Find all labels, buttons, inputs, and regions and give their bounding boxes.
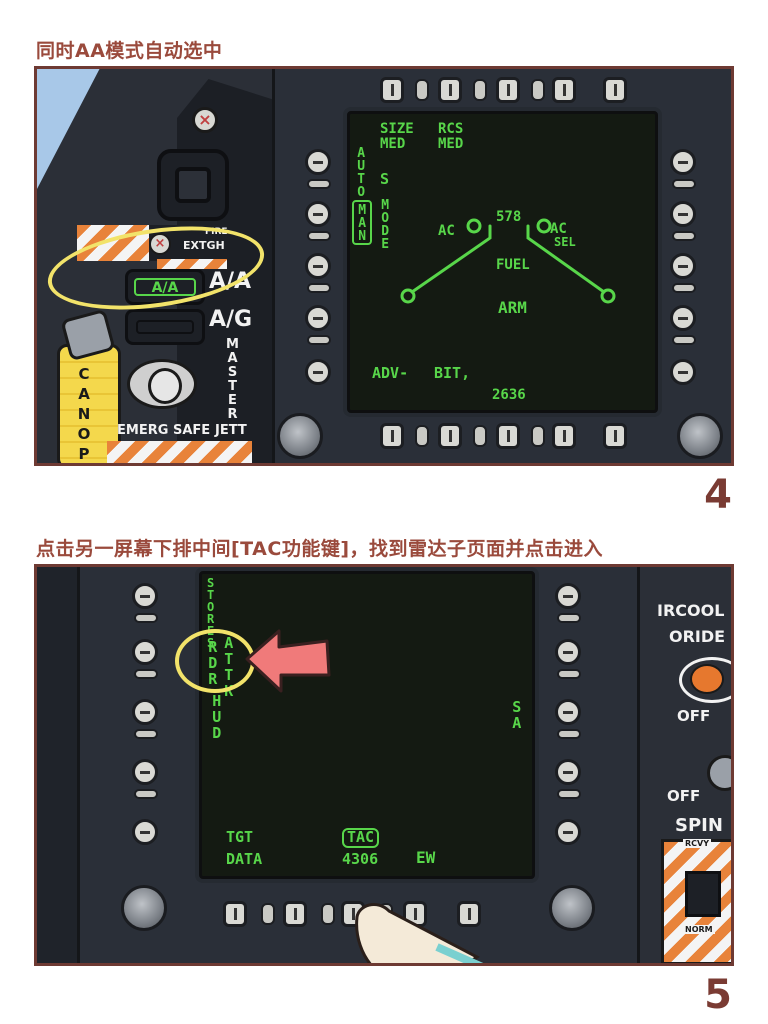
ew-label: EW: [416, 848, 436, 867]
sa-label: SA: [507, 698, 526, 730]
canopy-label: CANOPY: [75, 365, 93, 466]
tac-number: 4306: [342, 850, 379, 868]
osb-right-3[interactable]: [670, 253, 696, 279]
osb2-left-5[interactable]: [132, 819, 158, 845]
status-bit: BIT,: [434, 364, 471, 382]
norm-label: NORM: [683, 925, 715, 934]
fuel-label: FUEL: [496, 257, 530, 273]
osb2-right-5[interactable]: [555, 819, 581, 845]
rcvy-label: RCVY: [683, 839, 712, 848]
osb2-left-2[interactable]: [132, 639, 158, 665]
data-label: DATA: [226, 850, 263, 868]
brightness-knob-left[interactable]: [277, 413, 323, 459]
osb-bottom-5[interactable]: [603, 423, 627, 449]
man-label: MAN: [352, 200, 372, 245]
step4-cockpit-panel: × × FIRE EXTGH A/A A/A A/G MASTER CANOPY…: [34, 66, 734, 466]
status-adv: ADV-: [372, 364, 409, 382]
size-label: SIZE: [380, 121, 414, 137]
step5-cockpit-panel: STORES RDR ATTK HUD SA TGT DATA TAC 4306…: [34, 564, 734, 966]
off-label-2: OFF: [667, 787, 701, 805]
ac-left-label: AC: [438, 223, 455, 239]
osb2-right-4[interactable]: [555, 759, 581, 785]
osb2-bottom-2[interactable]: [283, 901, 307, 927]
osb-bottom-4[interactable]: [552, 423, 576, 449]
fuel-value: 578: [496, 209, 522, 225]
osb2-bottom-5[interactable]: [457, 901, 481, 927]
mfd-screen-radar: SIZE MED RCS MED AUTO MAN S MODE AC 578 …: [347, 111, 658, 413]
off-label-1: OFF: [677, 707, 711, 725]
brightness-knob-right[interactable]: [677, 413, 723, 459]
extgh-label: EXTGH: [183, 239, 225, 252]
ag-mode-button[interactable]: [125, 309, 205, 345]
osb-right-1[interactable]: [670, 149, 696, 175]
fire-label: FIRE: [205, 227, 228, 237]
osb-top-4[interactable]: [552, 77, 576, 103]
ag-side-label: A/G: [209, 307, 253, 332]
s-label: S: [380, 170, 390, 188]
osb2-right-2[interactable]: [555, 639, 581, 665]
finger-pressing-icon: [355, 902, 484, 963]
aa-side-label: A/A: [209, 269, 252, 294]
osb-left-1[interactable]: [305, 149, 331, 175]
osb-left-5[interactable]: [305, 359, 331, 385]
arm-label: ARM: [498, 298, 527, 317]
osb-top-3[interactable]: [496, 77, 520, 103]
jett-label: JETT: [215, 423, 247, 438]
pointing-arrow-icon: [245, 629, 331, 693]
osb-top-2[interactable]: [438, 77, 462, 103]
auto-label: AUTO: [353, 146, 369, 198]
page-number-5: 5: [704, 972, 732, 1018]
aa-mode-button[interactable]: A/A: [125, 269, 205, 305]
mfd-screen-tac: STORES RDR ATTK HUD SA TGT DATA TAC 4306…: [199, 571, 535, 879]
osb2-right-1[interactable]: [555, 583, 581, 609]
master-label: MASTER: [225, 337, 240, 421]
oride-label: ORIDE: [669, 627, 726, 646]
osb-left-2[interactable]: [305, 201, 331, 227]
warning-stripe-left: [77, 225, 157, 261]
osb-bottom-2[interactable]: [438, 423, 462, 449]
size-value: MED: [380, 136, 406, 152]
step4-caption: 同时AA模式自动选中: [36, 40, 223, 62]
osb2-right-3[interactable]: [555, 699, 581, 725]
bottom-number: 2636: [492, 387, 526, 403]
tac-label: TAC: [342, 828, 380, 848]
screw-icon: ×: [192, 107, 218, 133]
osb-right-5[interactable]: [670, 359, 696, 385]
rcs-label: RCS: [438, 121, 464, 137]
osb2-left-3[interactable]: [132, 699, 158, 725]
osb-right-2[interactable]: [670, 201, 696, 227]
ac-right-label: AC: [550, 221, 567, 237]
brightness-knob2-left[interactable]: [121, 885, 167, 931]
ircool-switch[interactable]: [679, 657, 731, 703]
mode-label: MODE: [377, 198, 393, 250]
osb2-left-1[interactable]: [132, 583, 158, 609]
sel-label: SEL: [554, 235, 576, 249]
osb-top-5[interactable]: [603, 77, 627, 103]
osb-left-3[interactable]: [305, 253, 331, 279]
osb-top-1[interactable]: [380, 77, 404, 103]
osb-left-4[interactable]: [305, 305, 331, 331]
aircraft-stores-diagram: [400, 218, 616, 304]
square-switch[interactable]: [157, 149, 229, 221]
ircool-label: IRCOOL: [657, 601, 725, 620]
page-number-4: 4: [704, 472, 732, 518]
emerg-label: EMERG: [117, 423, 169, 438]
spin-switch[interactable]: [707, 755, 731, 791]
osb-bottom-1[interactable]: [380, 423, 404, 449]
hud-label: HUD: [207, 692, 226, 740]
fire-extgh-button[interactable]: ×: [149, 233, 171, 255]
spin-label: SPIN: [675, 815, 723, 836]
osb2-bottom-1[interactable]: [223, 901, 247, 927]
osb2-left-4[interactable]: [132, 759, 158, 785]
brightness-knob2-right[interactable]: [549, 885, 595, 931]
step5-caption: 点击另一屏幕下排中间[TAC功能键]，找到雷达子页面并点击进入: [36, 538, 604, 560]
spin-guard[interactable]: [685, 871, 721, 917]
jettison-knob-icon[interactable]: [127, 359, 197, 409]
osb-bottom-3[interactable]: [496, 423, 520, 449]
tgt-label: TGT: [226, 828, 254, 846]
osb-right-4[interactable]: [670, 305, 696, 331]
rcs-value: MED: [438, 136, 464, 152]
safe-label: SAFE: [173, 423, 211, 438]
